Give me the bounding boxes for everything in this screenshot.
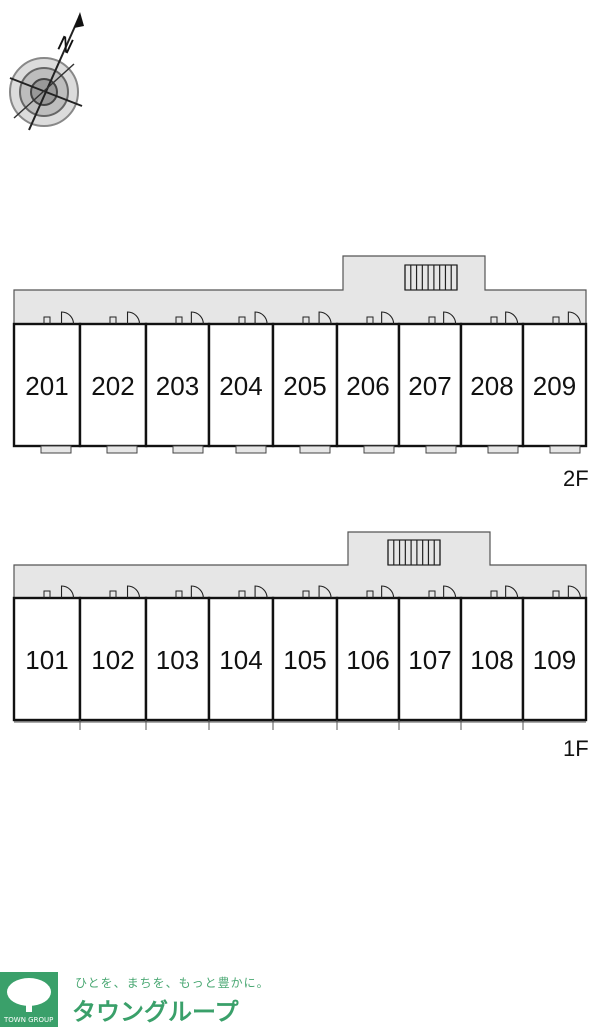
door-icon (302, 311, 332, 325)
room-label: 206 (346, 371, 389, 401)
floor-label-2f: 2F (563, 466, 589, 491)
balcony (487, 445, 519, 454)
brand-logo: TOWN GROUP ひとを、まちを、もっと豊かに。 タウングループ (0, 972, 300, 1029)
door-icon (109, 585, 141, 599)
room-label: 201 (25, 371, 68, 401)
balcony (363, 445, 395, 454)
balcony (40, 445, 72, 454)
balcony (549, 445, 581, 454)
room-label: 106 (346, 645, 389, 675)
floor-1f: 101 102 103 104 105 106 107 108 109 (12, 531, 588, 730)
tree-logo-icon: TOWN GROUP (0, 972, 58, 1027)
door-icon (428, 585, 457, 599)
stairs-icon (387, 539, 441, 566)
room-202 (78, 322, 148, 448)
room-107 (397, 596, 463, 722)
room-109 (521, 596, 588, 722)
balcony (172, 445, 204, 454)
room-label: 101 (25, 645, 68, 675)
room-105 (271, 596, 339, 722)
room-203 (144, 322, 211, 448)
room-label: 205 (283, 371, 326, 401)
room-103 (144, 596, 211, 722)
room-104 (207, 596, 275, 722)
door-icon (43, 585, 75, 599)
room-101 (12, 596, 82, 722)
room-201 (12, 322, 82, 448)
door-icon (366, 311, 395, 325)
floor-label-1f: 1F (563, 736, 589, 761)
room-label: 202 (91, 371, 134, 401)
room-108 (459, 596, 525, 722)
door-icon (109, 311, 141, 325)
door-icon (238, 585, 268, 599)
room-206 (335, 322, 401, 448)
door-icon (490, 311, 519, 325)
room-label: 107 (408, 645, 451, 675)
door-icon (490, 585, 519, 599)
stairs-icon (404, 264, 458, 291)
room-label: 208 (470, 371, 513, 401)
room-label: 108 (470, 645, 513, 675)
room-label: 203 (156, 371, 199, 401)
corridor (13, 255, 587, 325)
brand-mark-text: TOWN GROUP (4, 1016, 54, 1024)
door-icon (238, 311, 268, 325)
door-icon (428, 311, 457, 325)
balcony (235, 445, 267, 454)
balcony (299, 445, 331, 454)
door-icon (302, 585, 332, 599)
door-icon (43, 311, 75, 325)
brand-tagline: ひとを、まちを、もっと豊かに。 (75, 976, 270, 990)
room-209 (521, 322, 588, 448)
room-102 (78, 596, 148, 722)
room-label: 104 (219, 645, 262, 675)
balcony (425, 445, 457, 454)
compass-north-label: N (54, 31, 78, 59)
compass-icon: N (9, 12, 84, 131)
door-icon (366, 585, 395, 599)
room-label: 204 (219, 371, 262, 401)
room-label: 209 (533, 371, 576, 401)
door-icon (175, 585, 204, 599)
room-label: 207 (408, 371, 451, 401)
room-label: 103 (156, 645, 199, 675)
room-label: 109 (533, 645, 576, 675)
door-icon (552, 311, 581, 325)
door-icon (552, 585, 581, 599)
brand-name: タウングループ (72, 998, 239, 1026)
corridor (13, 531, 587, 599)
room-label: 105 (283, 645, 326, 675)
balcony (106, 445, 138, 454)
floor-2f: 201 202 203 204 205 206 207 208 209 (12, 255, 588, 454)
door-icon (175, 311, 204, 325)
room-label: 102 (91, 645, 134, 675)
